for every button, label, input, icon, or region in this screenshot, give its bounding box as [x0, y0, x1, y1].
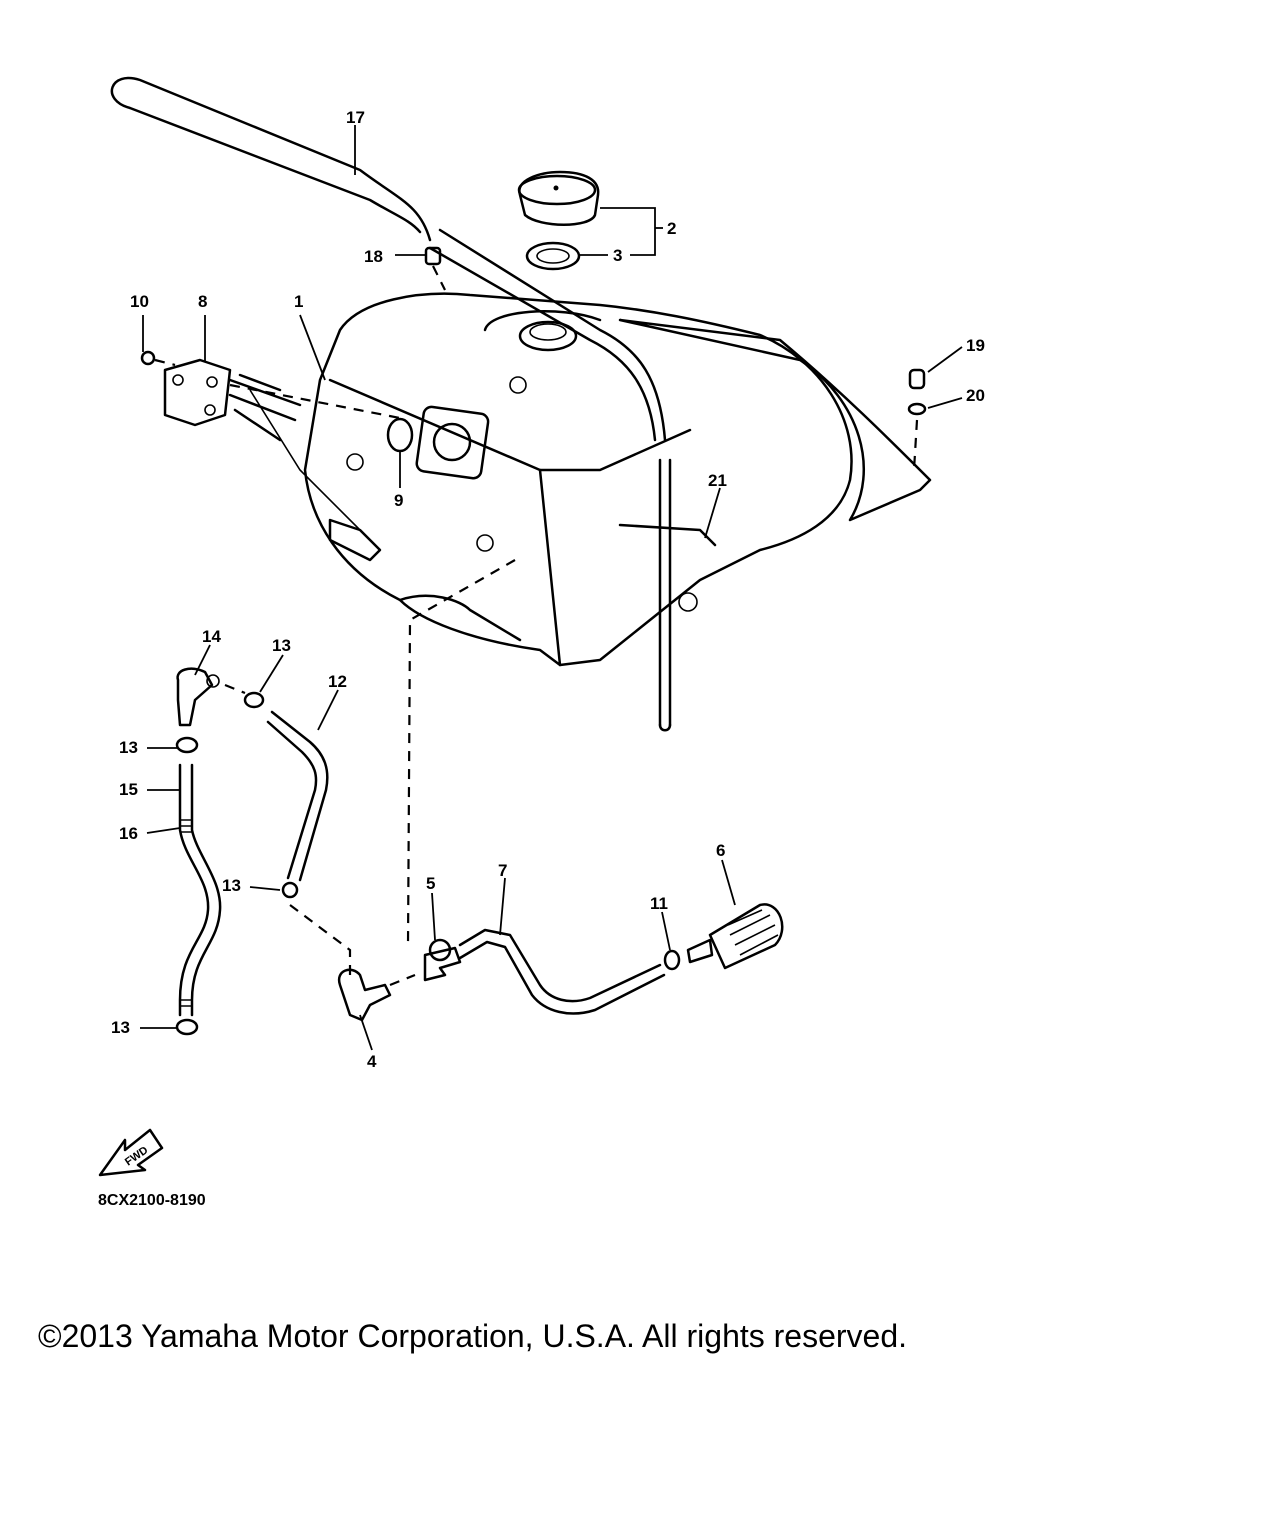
callout-13: 13 — [119, 738, 138, 757]
collar-20[interactable] — [907, 402, 927, 416]
callout-8: 8 — [198, 292, 207, 311]
vent-hose-17[interactable] — [110, 76, 667, 442]
callout-1: 1 — [294, 292, 303, 311]
hose-21[interactable] — [618, 458, 717, 732]
gasket-3[interactable] — [525, 241, 581, 271]
callout-2: 2 — [667, 219, 676, 238]
damper-19[interactable] — [908, 368, 926, 390]
forward-arrow-icon: FWD — [98, 1128, 164, 1177]
callout-11: 11 — [650, 894, 668, 913]
callout-9: 9 — [394, 491, 403, 510]
clamp-13-b[interactable] — [243, 691, 265, 709]
callout-15: 15 — [119, 780, 138, 799]
parts-diagram: 17 18 2 3 10 8 1 9 19 20 21 14 13 12 13 … — [98, 76, 985, 1177]
callout-10: 10 — [130, 292, 149, 311]
elbow-14[interactable] — [176, 667, 220, 727]
clamp-13-c[interactable] — [281, 881, 299, 899]
callout-18: 18 — [364, 247, 383, 266]
fuel-tank-1[interactable] — [303, 292, 932, 667]
filler-cap-2[interactable] — [517, 170, 600, 226]
fuel-hose-7[interactable] — [458, 928, 666, 1015]
callout-13: 13 — [111, 1018, 130, 1037]
callout-17: 17 — [346, 108, 365, 127]
callout-12: 12 — [328, 672, 347, 691]
clamp-13-d[interactable] — [175, 1018, 199, 1036]
grommet-18[interactable] — [424, 246, 442, 266]
bolt-10[interactable] — [140, 350, 156, 366]
callout-3: 3 — [613, 246, 622, 265]
fuel-sender-8[interactable] — [163, 358, 371, 541]
callout-4: 4 — [367, 1052, 377, 1071]
callout-20: 20 — [966, 386, 985, 405]
copyright-text: ©2013 Yamaha Motor Corporation, U.S.A. A… — [38, 1318, 908, 1354]
callout-6: 6 — [716, 841, 725, 860]
callout-19: 19 — [966, 336, 985, 355]
callout-7: 7 — [498, 861, 507, 880]
callout-13: 13 — [272, 636, 291, 655]
callout-13: 13 — [222, 876, 241, 895]
clamp-13-a[interactable] — [175, 736, 199, 754]
fuel-cock-5[interactable] — [423, 938, 462, 982]
hose-16[interactable] — [178, 763, 222, 1017]
callout-5: 5 — [426, 874, 435, 893]
elbow-4[interactable] — [337, 968, 392, 1022]
callout-16: 16 — [119, 824, 138, 843]
o-ring-9[interactable] — [386, 417, 414, 453]
clamp-11[interactable] — [663, 949, 681, 971]
fuel-filter-6[interactable] — [686, 903, 784, 970]
drawing-code: 8CX2100-8190 — [98, 1192, 206, 1209]
callout-14: 14 — [202, 627, 221, 646]
callout-21: 21 — [708, 471, 727, 490]
hose-12[interactable] — [266, 710, 329, 882]
